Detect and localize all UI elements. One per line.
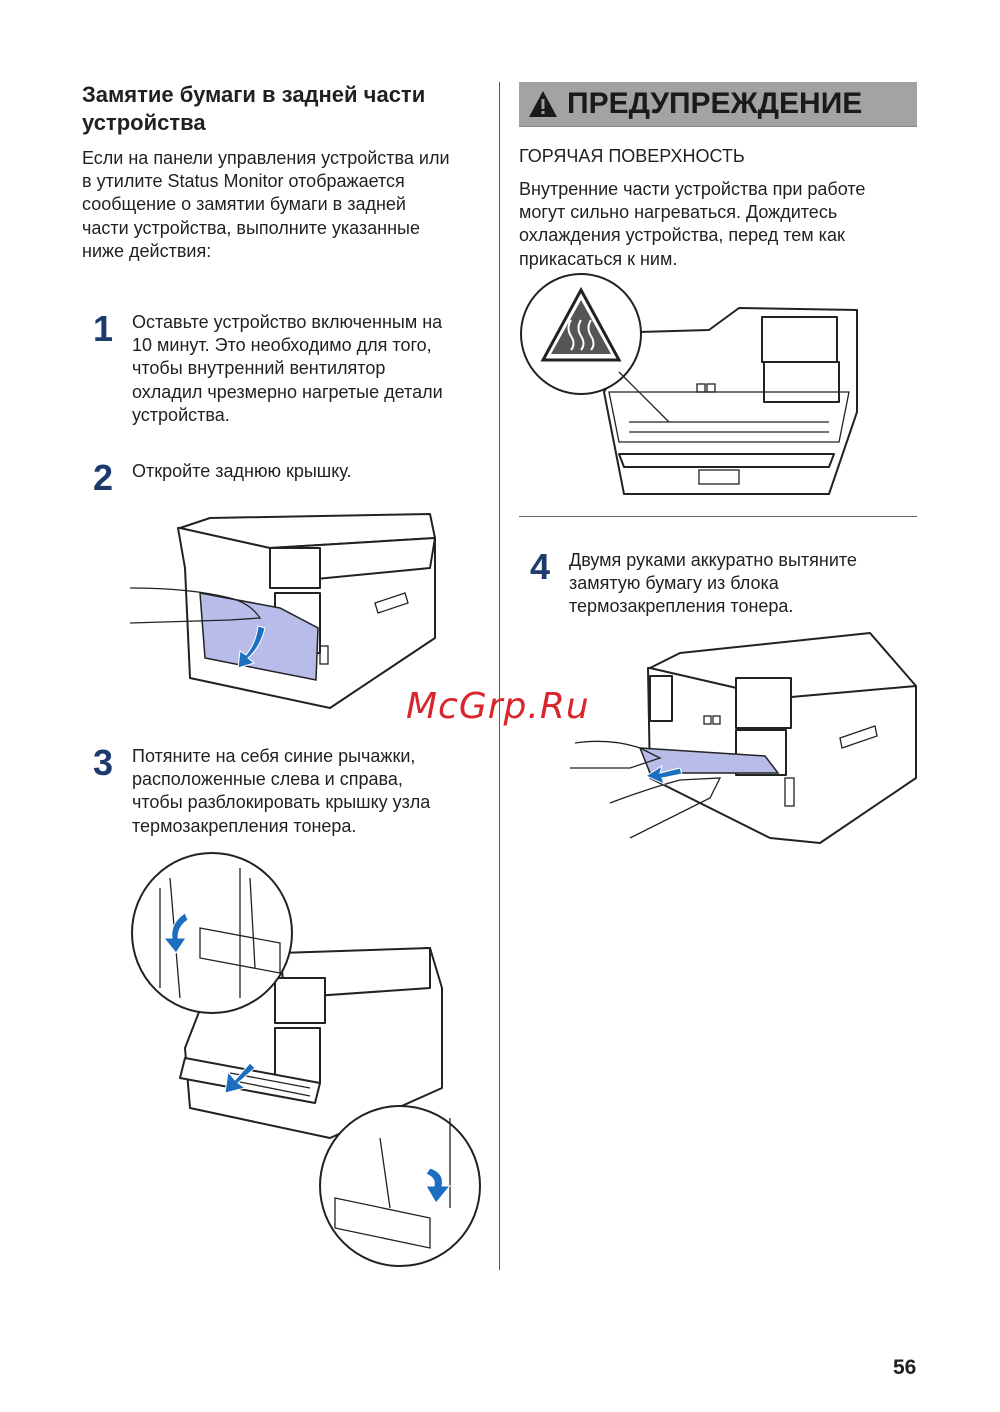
watermark: McGrp.Ru (406, 686, 590, 727)
step-3-text: Потяните на себя синие рычажки, располож… (132, 746, 431, 836)
step-number-4: 4 (530, 546, 551, 587)
step-2-text: Откройте заднюю крышку. (132, 461, 352, 481)
section-title: Замятие бумаги в задней части устройства (82, 82, 426, 135)
step-number-2: 2 (93, 457, 114, 498)
warning-label: ПРЕДУПРЕЖДЕНИЕ (567, 87, 863, 120)
intro-text: Если на панели управления устройства или… (82, 148, 450, 261)
hot-surface-printer-illustration (520, 273, 858, 495)
printer-open-back-cover-illustration (130, 513, 436, 709)
step-4-text: Двумя руками аккуратно вытяните замятую … (569, 550, 857, 617)
page-number: 56 (893, 1356, 917, 1379)
warning-text: Внутренние части устройства при работе м… (519, 179, 866, 269)
warning-triangle-icon (529, 91, 557, 117)
step-number-1: 1 (93, 308, 114, 349)
warning-banner: ПРЕДУПРЕЖДЕНИЕ (519, 82, 917, 127)
column-divider (499, 82, 500, 1270)
pull-jammed-paper-illustration (570, 632, 917, 844)
step-1-text: Оставьте устройство включенным на 10 мин… (132, 312, 443, 425)
warning-subtitle: ГОРЯЧАЯ ПОВЕРХНОСТЬ (519, 146, 745, 166)
step-number-3: 3 (93, 742, 114, 783)
fuser-levers-illustration (131, 852, 481, 1267)
section-separator (519, 516, 917, 517)
